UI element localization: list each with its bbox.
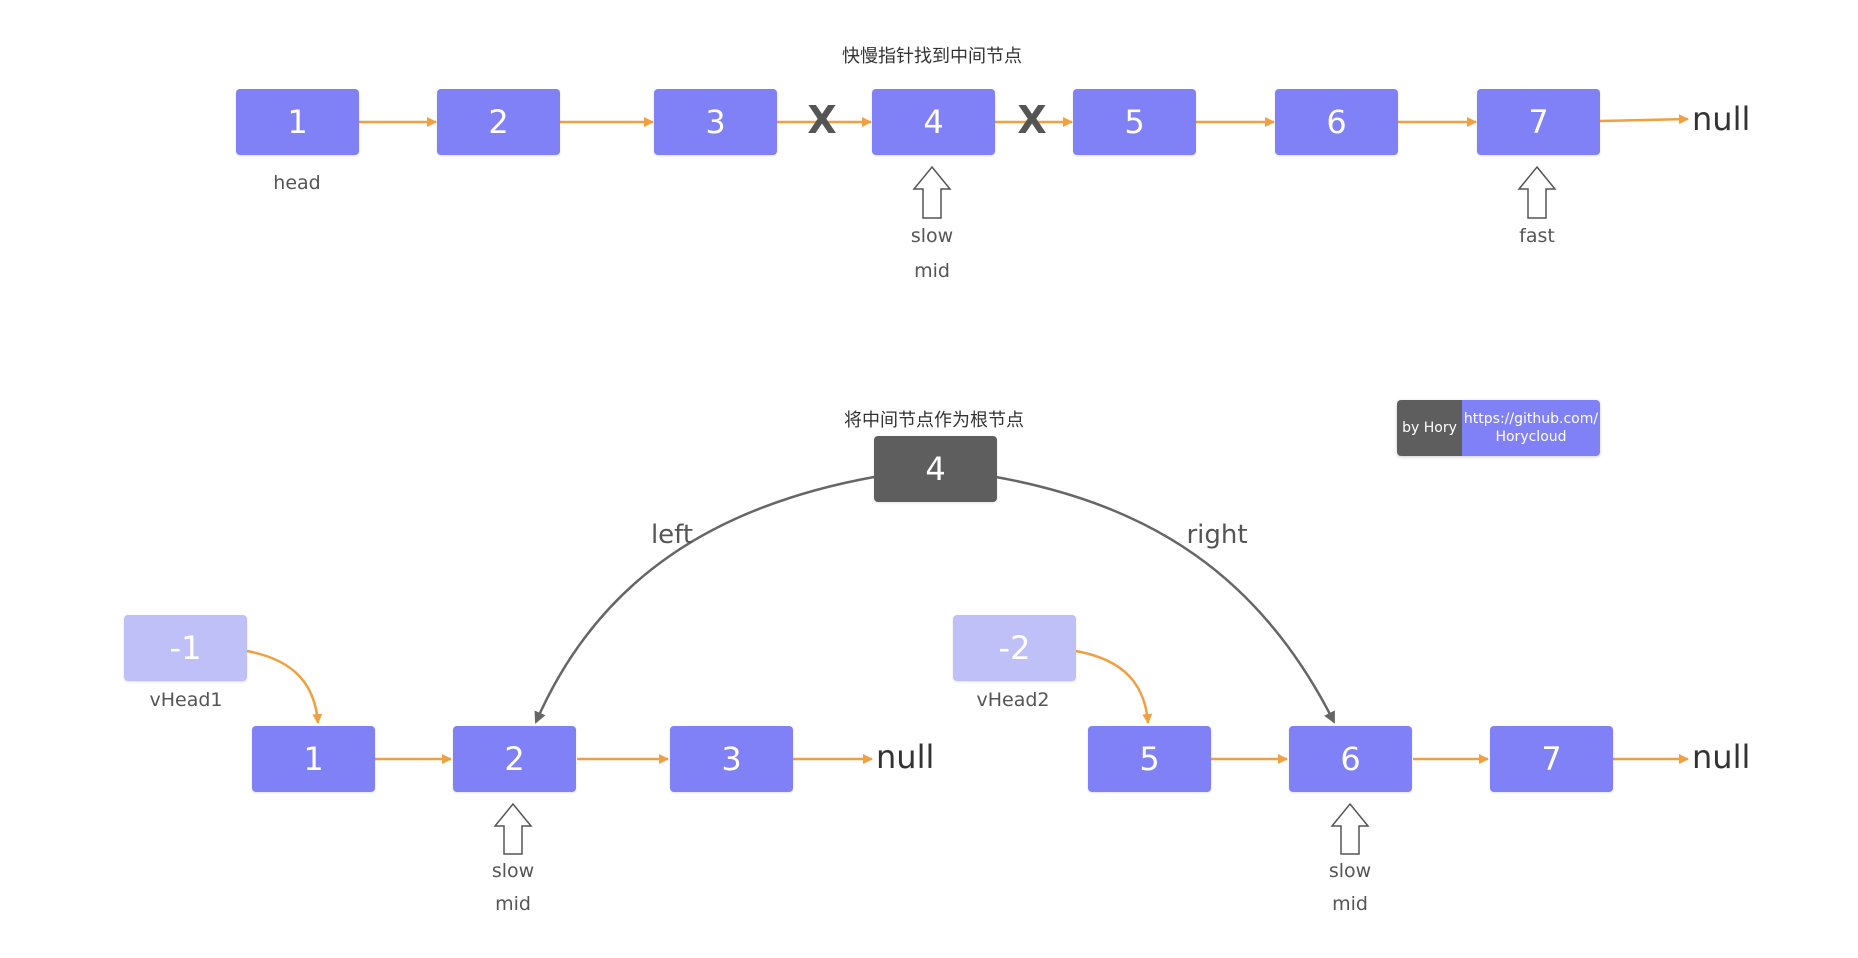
arrow-vhead1-1 — [246, 649, 323, 724]
head-label: head — [273, 172, 321, 194]
top-node-4: 4 — [872, 89, 995, 155]
cut-mark-right: X — [1017, 98, 1047, 142]
bottom-title: 将中间节点作为根节点 — [844, 410, 1024, 431]
vhead2-label: vHead2 — [976, 689, 1050, 711]
mid-label-left: mid — [495, 893, 531, 915]
right-node-6: 6 — [1289, 726, 1412, 792]
left-edge — [534, 475, 875, 724]
badge-link-line1: https://github.com/ — [1463, 411, 1599, 427]
slow-pointer-left — [493, 802, 533, 855]
arrow-vhead2-5 — [1075, 649, 1153, 724]
badge-link[interactable]: https://github.com/ Horycloud — [1462, 400, 1600, 456]
badge-link-line2: Horycloud — [1495, 429, 1567, 445]
fast-label: fast — [1519, 225, 1555, 247]
slow-label-top: slow — [910, 225, 954, 247]
cut-mark-left: X — [807, 98, 837, 142]
author-badge: by Hory https://github.com/ Horycloud — [1397, 400, 1600, 456]
slow-label-right: slow — [1328, 860, 1372, 882]
left-node-1: 1 — [252, 726, 375, 792]
root-node: 4 — [874, 436, 997, 502]
top-node-5: 5 — [1073, 89, 1196, 155]
arrow-7-null — [1599, 114, 1689, 125]
top-node-2: 2 — [437, 89, 560, 155]
vhead1-label: vHead1 — [149, 689, 223, 711]
vhead2-node: -2 — [953, 615, 1076, 681]
mid-label-right: mid — [1332, 893, 1368, 915]
top-node-7: 7 — [1477, 89, 1600, 155]
slow-pointer-right — [1330, 802, 1370, 855]
top-node-6: 6 — [1275, 89, 1398, 155]
right-edge-label: right — [1186, 520, 1248, 550]
left-node-3: 3 — [670, 726, 793, 792]
mid-label-top: mid — [914, 260, 950, 282]
slow-pointer-top — [912, 165, 952, 219]
right-node-7: 7 — [1490, 726, 1613, 792]
right-null: null — [1692, 738, 1751, 776]
right-edge — [995, 475, 1336, 724]
badge-author: by Hory — [1397, 400, 1462, 456]
left-node-2: 2 — [453, 726, 576, 792]
left-null: null — [876, 738, 935, 776]
top-title: 快慢指针找到中间节点 — [842, 46, 1022, 67]
slow-label-left: slow — [491, 860, 535, 882]
left-edge-label: left — [650, 520, 694, 550]
top-node-1: 1 — [236, 89, 359, 155]
top-null: null — [1692, 100, 1751, 138]
right-node-5: 5 — [1088, 726, 1211, 792]
vhead1-node: -1 — [124, 615, 247, 681]
fast-pointer-top — [1517, 165, 1557, 219]
top-node-3: 3 — [654, 89, 777, 155]
